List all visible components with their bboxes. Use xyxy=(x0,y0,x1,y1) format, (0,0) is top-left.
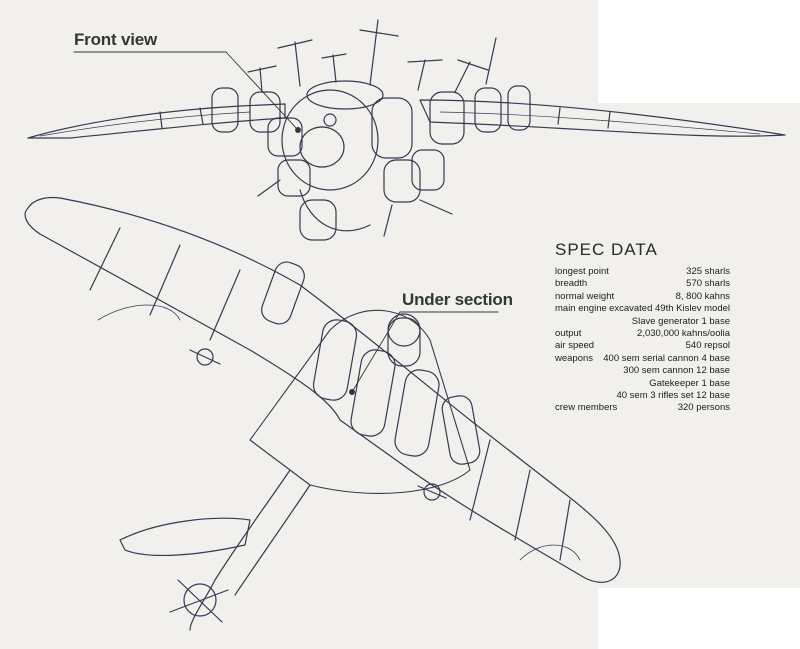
spec-key: output xyxy=(555,328,582,340)
paper-sheet-right xyxy=(598,103,800,588)
spec-key: air speed xyxy=(555,340,595,352)
spec-rows: longest point 325 sharls breadth 570 sharls… xyxy=(555,266,730,415)
spec-key: main engine xyxy=(555,303,607,315)
spec-row: weapons 400 sem serial cannon 4 base xyxy=(555,353,730,365)
spec-value: 570 sharls xyxy=(686,278,730,290)
spec-value: excavated 49th Kislev model xyxy=(609,303,730,315)
spec-row: output 2,030,000 kahns/oolia xyxy=(555,328,730,340)
spec-value: 325 sharls xyxy=(686,266,730,277)
spec-value: 320 persons xyxy=(677,402,730,414)
spec-row: crew members 320 persons xyxy=(555,402,730,414)
spec-value: 400 sem serial cannon 4 base xyxy=(603,352,730,364)
spec-value: 2,030,000 kahns/oolia xyxy=(637,328,730,340)
front-view-label: Front view xyxy=(74,30,158,49)
spec-row: normal weight 8, 800 kahns xyxy=(555,291,730,303)
spec-row: air speed 540 repsol xyxy=(555,340,730,352)
spec-key: breadth xyxy=(555,278,588,290)
spec-key: crew members xyxy=(555,402,618,414)
spec-row: longest point 325 sharls xyxy=(555,266,730,278)
under-section-drawing xyxy=(24,196,621,631)
spec-value-continued: Slave generator 1 base xyxy=(631,315,730,327)
spec-value-continued: 300 sem cannon 12 base xyxy=(623,365,730,377)
spec-value: 8, 800 kahns xyxy=(675,290,730,302)
spec-value: 540 repsol xyxy=(685,340,730,352)
spec-row: breadth 570 sharls xyxy=(555,278,730,290)
paper-sheet-left xyxy=(0,0,598,649)
spec-title: SPEC DATA xyxy=(555,240,658,259)
front-view-drawing xyxy=(27,19,786,241)
callout-leader-lines xyxy=(73,51,499,395)
spec-key: normal weight xyxy=(555,290,615,302)
spec-key: weapons xyxy=(555,352,594,364)
spec-value-continued: 40 sem 3 rifles set 12 base xyxy=(616,390,730,402)
spec-key: longest point xyxy=(555,266,609,277)
under-section-label: Under section xyxy=(402,290,513,309)
spec-value-continued: Gatekeeper 1 base xyxy=(649,377,730,389)
